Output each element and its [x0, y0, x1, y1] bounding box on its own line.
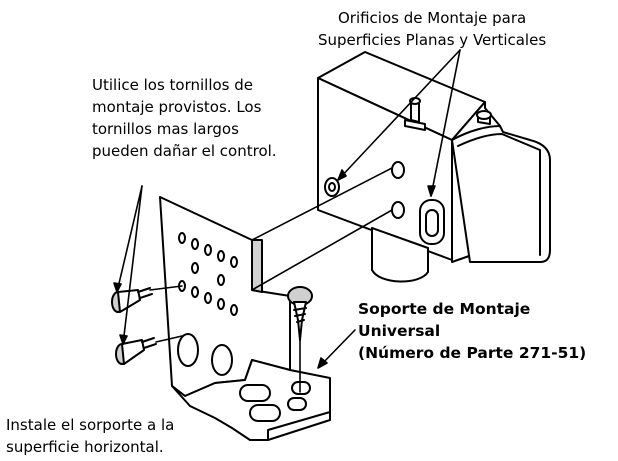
bracket-slot-4 [287, 397, 307, 411]
screw-wood [287, 286, 313, 341]
screws-note-line1: Utilice los tornillos de [92, 76, 254, 94]
mounting-holes-label-line1: Orificios de Montaje para [337, 9, 527, 27]
control-unit-base-cylinder [371, 227, 429, 283]
bracket-large-hole-1 [177, 333, 199, 367]
bracket-slot-1 [239, 384, 271, 402]
mounting-holes-label: Orificios de Montaje para Superficies Pl… [318, 7, 546, 51]
screws-note-line4: pueden dañar el control. [92, 142, 277, 160]
screws-note-line3: tornillos mas largos [92, 120, 239, 138]
control-unit-cover-edge [451, 125, 551, 263]
bracket-slot-2 [249, 404, 281, 422]
screws-note-line2: montaje provistos. Los [92, 98, 262, 116]
bracket-large-hole-2 [211, 344, 233, 376]
face-hole-2 [391, 201, 405, 219]
screw-left-lower [115, 337, 157, 365]
bracket-small-holes [178, 232, 238, 316]
mounting-holes-label-line2: Superficies Planas y Verticales [318, 31, 547, 49]
bracket-label-line1: Soporte de Montaje [358, 300, 531, 318]
bracket-flange [251, 239, 263, 293]
face-hole-1 [391, 161, 405, 179]
install-note-line2: superficie horizontal. [6, 438, 164, 456]
bracket-label-line2: Universal [358, 322, 441, 340]
universal-bracket [159, 196, 331, 441]
install-note-line1: Instale el sorporte a la [6, 416, 175, 434]
screws-note-label: Utilice los tornillos de montaje provist… [92, 74, 277, 162]
bracket-label-line3: (Número de Parte 271-51) [358, 344, 587, 362]
leader-lines [113, 49, 461, 393]
install-note-label: Instale el sorporte a la superficie hori… [6, 414, 174, 458]
screw-left-upper [111, 287, 153, 313]
bracket-label: Soporte de Montaje Universal (Número de … [358, 298, 586, 364]
bracket-slot-3 [291, 381, 311, 395]
control-unit [317, 51, 551, 283]
